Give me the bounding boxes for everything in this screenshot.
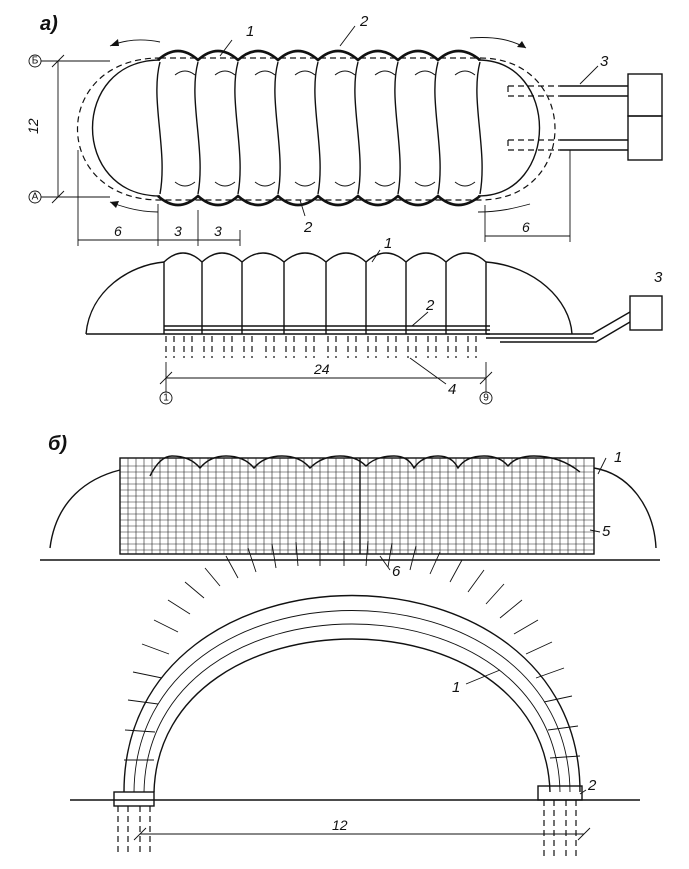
section-label-a: а): [40, 13, 58, 35]
dim-chain-plan: [77, 150, 571, 246]
plan-envelope-dashed: [76, 57, 556, 201]
label-film-plan: 1: [246, 23, 254, 40]
panel-a-plan: а): [25, 13, 663, 246]
dim-span: 12: [332, 817, 348, 833]
plan-end-cap-left: [91, 59, 161, 197]
label-footing: 2: [587, 777, 597, 794]
label-net: 5: [602, 523, 611, 540]
shell-end-left: [49, 469, 121, 549]
dim-bay-2: 3: [214, 223, 222, 239]
arch-inner: [153, 638, 551, 793]
airflow-arrow-bottom-right: [477, 203, 531, 213]
arch-outer: [123, 594, 581, 793]
axis-marker-b: Б: [28, 54, 110, 68]
anchor-piles: [165, 336, 477, 358]
elevation-bays: [163, 252, 487, 334]
dim-line-span: [133, 827, 591, 841]
dim-end-right: 6: [522, 219, 530, 235]
air-supply-unit-elevation: [486, 295, 663, 343]
label-film-elevation: 1: [384, 235, 392, 252]
plan-bays: [156, 61, 483, 195]
label-anchor: 4: [448, 381, 456, 398]
arch-piles-left: [117, 806, 151, 856]
label-arch: 1: [452, 679, 460, 696]
cable-net-grid: [120, 458, 594, 554]
label-tube-plan-top: 2: [359, 13, 369, 30]
axis-marker-a: А: [28, 190, 110, 204]
dim-bay-1: 3: [174, 223, 182, 239]
arch-piles-right: [543, 800, 577, 856]
cable-net: [119, 457, 595, 555]
arch-middle-2: [143, 623, 561, 793]
plan-tube-bottom: [157, 194, 481, 207]
air-supply-unit-plan: [507, 73, 663, 161]
plan-tube-top: [157, 49, 481, 62]
panel-b-elevation: б) 1 5 6: [40, 433, 660, 580]
svg-text:9: 9: [483, 393, 489, 404]
elevation-end-left: [85, 261, 165, 335]
axis-marker-1: 1: [159, 391, 173, 405]
plan-end-cap-right: [477, 59, 541, 197]
dim-width: 12: [25, 118, 41, 134]
axis-marker-9: 9: [479, 391, 493, 405]
arch-ribs: [124, 540, 581, 761]
label-tube-elevation: 2: [425, 297, 435, 314]
arch-footing-left: [113, 791, 155, 807]
label-base: 6: [392, 563, 401, 580]
dim-end-left: 6: [114, 223, 122, 239]
dim-line-width: [51, 54, 65, 204]
svg-text:Б: Б: [32, 56, 39, 67]
net-scallop-top: [149, 455, 581, 477]
label-air-supply-plan: 3: [600, 53, 609, 70]
dim-line-length: [159, 362, 493, 392]
dim-length: 24: [313, 361, 330, 377]
panel-b-arch: 1 2 12: [70, 540, 640, 856]
elevation-base: [86, 325, 490, 335]
svg-text:1: 1: [163, 393, 169, 404]
shell-end-right: [593, 467, 657, 549]
section-label-b: б): [48, 433, 67, 455]
label-film-net: 1: [614, 449, 622, 466]
panel-a-elevation: 1 2 3 4 24 1 9: [85, 235, 663, 405]
elevation-end-right: [485, 261, 573, 335]
arch-middle-1: [133, 610, 571, 793]
label-air-supply-elevation: 3: [654, 269, 663, 286]
svg-text:А: А: [32, 192, 39, 203]
label-tube-plan-bottom: 2: [303, 219, 313, 236]
